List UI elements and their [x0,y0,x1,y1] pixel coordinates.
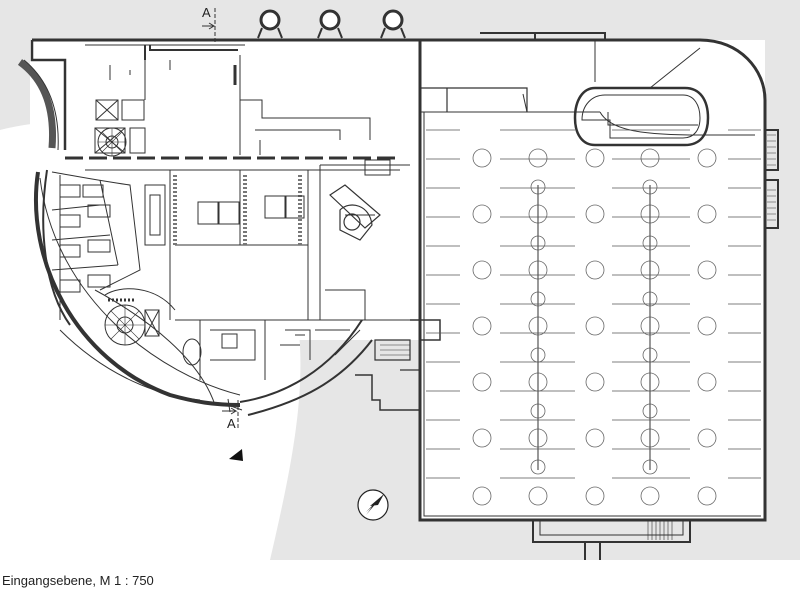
plan-caption: Eingangsebene, M 1 : 750 [2,573,154,588]
parking-column [697,260,717,280]
parking-column [697,148,717,168]
parking-column [528,486,548,506]
parking-column [640,486,660,506]
garage-outline [410,32,779,560]
parking-column [585,428,605,448]
parking-column [472,148,492,168]
section-marker-top: A [202,5,216,42]
parking-column [697,486,717,506]
svg-text:A: A [227,416,236,431]
parking-column [697,372,717,392]
parking-column [697,204,717,224]
parking-column [697,428,717,448]
floor-plan: A A [0,0,800,560]
parking-column [472,260,492,280]
parking-column [697,316,717,336]
parking-column [585,372,605,392]
parking-column [585,148,605,168]
entrance-arrow-icon [229,449,243,461]
parking-column [472,486,492,506]
parking-column [472,316,492,336]
ramp-spines [537,185,651,470]
parking-column [585,486,605,506]
parking-column [472,428,492,448]
parking-column [585,316,605,336]
parking-column [585,204,605,224]
parking-column [472,204,492,224]
parking-column [528,148,548,168]
parking-column [640,148,660,168]
svg-text:A: A [202,5,211,20]
turrets [257,9,406,39]
north-arrow-icon [357,489,389,521]
parking-column [472,372,492,392]
section-marker-bottom: A [222,400,239,431]
parking-column [585,260,605,280]
